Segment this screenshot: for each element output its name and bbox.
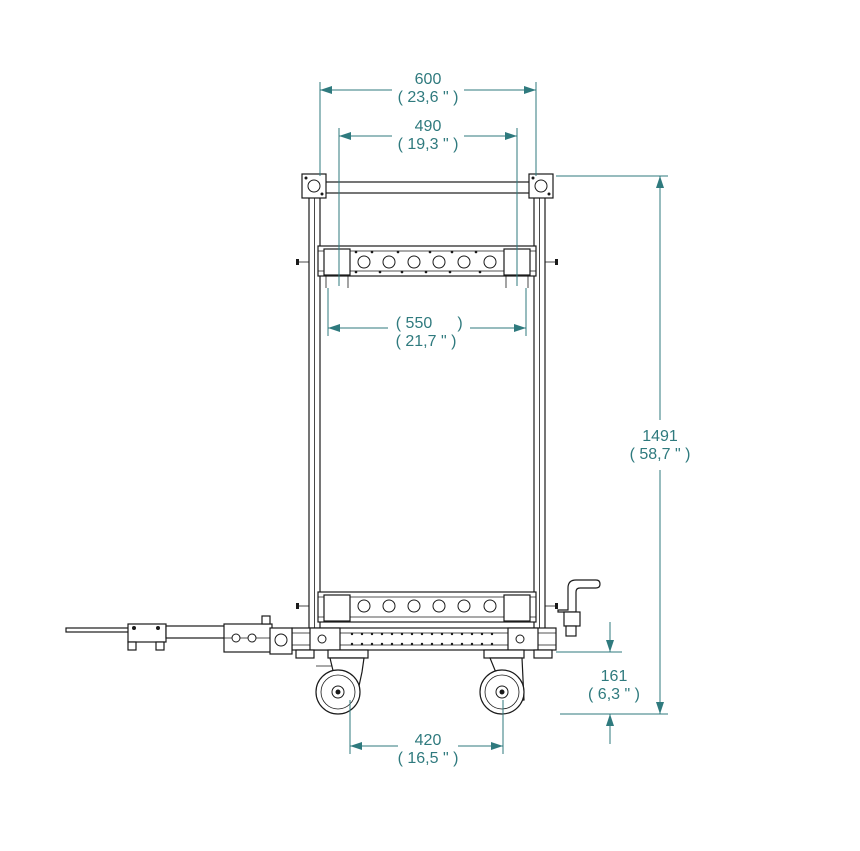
- tow-bar: [65, 615, 293, 655]
- top-width-inch: ( 23,6 " ): [398, 89, 459, 106]
- top-right-corner-connector: [528, 173, 554, 199]
- push-handle: [557, 579, 601, 637]
- dimension-base-height: 161 ( 6,3 " ): [556, 622, 640, 744]
- dimension-top-width: 600 ( 23,6 " ): [319, 71, 537, 176]
- inner-width-value: 490: [415, 118, 442, 135]
- dimension-height: 1491 ( 58,7 " ): [556, 175, 691, 715]
- base-height-inch: ( 6,3 " ): [588, 686, 640, 703]
- dimension-shelf-width: ( 550 ( 21,7 " ) ): [327, 288, 527, 350]
- dimension-wheelbase: 420 ( 16,5 " ): [349, 700, 504, 767]
- right-caster: [479, 649, 525, 715]
- upper-shelf: [296, 245, 558, 288]
- wheelbase-inch: ( 16,5 " ): [398, 750, 459, 767]
- cart-frame: [65, 173, 601, 715]
- height-value: 1491: [642, 428, 678, 445]
- dimension-inner-width: 490 ( 19,3 " ): [338, 118, 518, 286]
- top-width-value: 600: [415, 71, 442, 88]
- left-caster: [315, 649, 369, 715]
- lower-shelf: [296, 591, 558, 623]
- shelf-width-inch: ( 21,7 " ): [396, 333, 457, 350]
- base-holes: [350, 632, 494, 646]
- inner-width-inch: ( 19,3 " ): [398, 136, 459, 153]
- wheelbase-value: 420: [415, 732, 442, 749]
- top-rail: [319, 181, 535, 194]
- base-frame: [291, 627, 557, 659]
- base-height-value: 161: [601, 668, 628, 685]
- top-left-corner-connector: [301, 173, 327, 199]
- height-inch: ( 58,7 " ): [630, 446, 691, 463]
- svg-text:): ): [457, 315, 462, 332]
- shelf-width-value: ( 550: [396, 315, 433, 332]
